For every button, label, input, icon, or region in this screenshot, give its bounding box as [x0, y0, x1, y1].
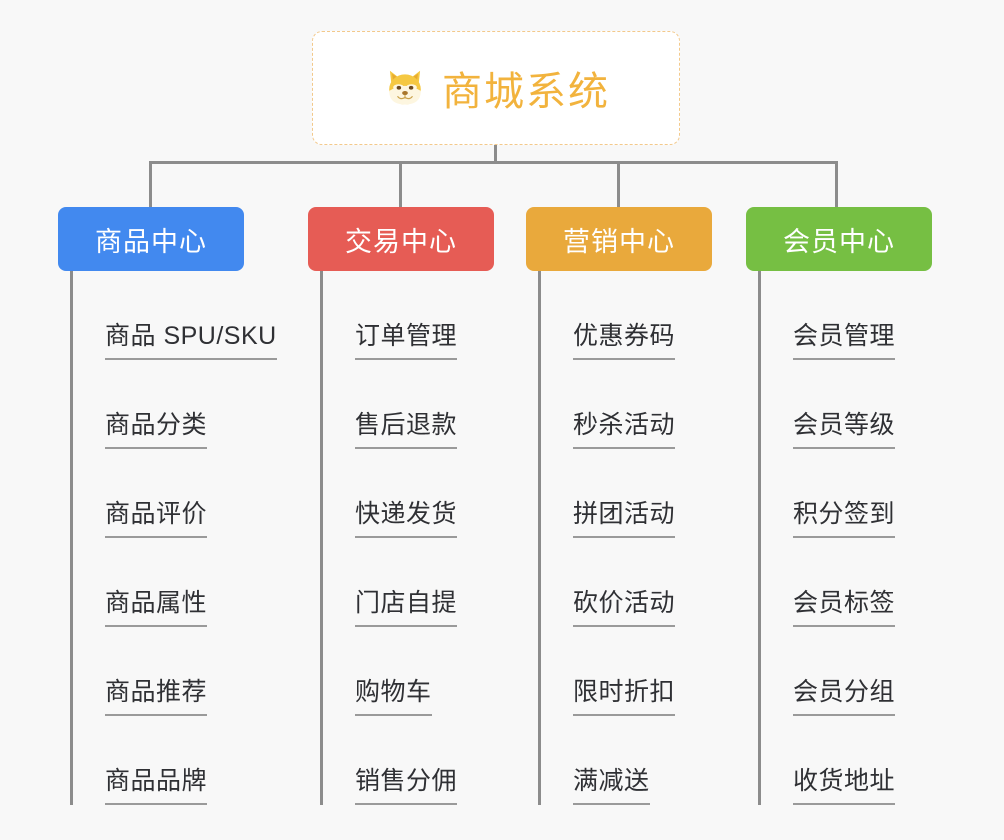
- connector-horizontal-bus: [149, 161, 835, 164]
- leaf-list-1: 商品 SPU/SKU 商品分类 商品评价 商品属性 商品推荐 商品品牌: [70, 271, 277, 805]
- category-header-3[interactable]: 营销中心: [526, 207, 712, 271]
- leaf-list-2: 订单管理 售后退款 快递发货 门店自提 购物车 销售分佣: [320, 271, 494, 805]
- connector-drop-4: [835, 161, 838, 207]
- leaf-label: 拼团活动: [573, 494, 676, 538]
- list-item[interactable]: 商品属性: [73, 538, 277, 627]
- list-item[interactable]: 拼团活动: [541, 449, 712, 538]
- list-item[interactable]: 商品评价: [73, 449, 277, 538]
- leaf-label: 商品 SPU/SKU: [105, 316, 277, 360]
- branch-column-2: 交易中心 订单管理 售后退款 快递发货 门店自提 购物车 销售分佣: [308, 207, 494, 805]
- leaf-label: 商品品牌: [105, 761, 208, 805]
- leaf-label: 积分签到: [793, 494, 896, 538]
- leaf-label: 砍价活动: [573, 583, 676, 627]
- list-item[interactable]: 会员分组: [761, 627, 932, 716]
- list-item[interactable]: 销售分佣: [323, 716, 494, 805]
- leaf-label: 会员等级: [793, 405, 896, 449]
- category-header-2[interactable]: 交易中心: [308, 207, 494, 271]
- leaf-label: 会员标签: [793, 583, 896, 627]
- connector-root-stem: [494, 145, 497, 163]
- list-item[interactable]: 秒杀活动: [541, 360, 712, 449]
- connector-drop-1: [149, 161, 152, 207]
- leaf-label: 限时折扣: [573, 672, 676, 716]
- list-item[interactable]: 会员管理: [761, 271, 932, 360]
- category-label-1: 商品中心: [95, 226, 207, 257]
- list-item[interactable]: 订单管理: [323, 271, 494, 360]
- leaf-label: 订单管理: [355, 316, 458, 360]
- leaf-label: 商品分类: [105, 405, 208, 449]
- connector-drop-2: [399, 161, 402, 207]
- category-label-3: 营销中心: [563, 226, 675, 257]
- root-title: 商城系统: [442, 70, 610, 114]
- leaf-list-4: 会员管理 会员等级 积分签到 会员标签 会员分组 收货地址: [758, 271, 932, 805]
- leaf-label: 销售分佣: [355, 761, 458, 805]
- leaf-label: 商品评价: [105, 494, 208, 538]
- leaf-label: 售后退款: [355, 405, 458, 449]
- leaf-label: 秒杀活动: [573, 405, 676, 449]
- leaf-label: 门店自提: [355, 583, 458, 627]
- list-item[interactable]: 商品推荐: [73, 627, 277, 716]
- connector-drop-3: [617, 161, 620, 207]
- list-item[interactable]: 商品分类: [73, 360, 277, 449]
- list-item[interactable]: 商品 SPU/SKU: [73, 271, 277, 360]
- list-item[interactable]: 售后退款: [323, 360, 494, 449]
- list-item[interactable]: 积分签到: [761, 449, 932, 538]
- shiba-inu-dog-face-icon: [382, 65, 428, 111]
- leaf-label: 商品属性: [105, 583, 208, 627]
- leaf-label: 满减送: [573, 761, 650, 805]
- branch-column-1: 商品中心 商品 SPU/SKU 商品分类 商品评价 商品属性 商品推荐 商品品牌: [58, 207, 277, 805]
- list-item[interactable]: 购物车: [323, 627, 494, 716]
- leaf-list-3: 优惠券码 秒杀活动 拼团活动 砍价活动 限时折扣 满减送: [538, 271, 712, 805]
- list-item[interactable]: 砍价活动: [541, 538, 712, 627]
- branch-column-3: 营销中心 优惠券码 秒杀活动 拼团活动 砍价活动 限时折扣 满减送: [526, 207, 712, 805]
- leaf-label: 快递发货: [355, 494, 458, 538]
- leaf-label: 会员管理: [793, 316, 896, 360]
- list-item[interactable]: 快递发货: [323, 449, 494, 538]
- leaf-label: 商品推荐: [105, 672, 208, 716]
- root-node[interactable]: 商城系统: [312, 31, 680, 145]
- branch-column-4: 会员中心 会员管理 会员等级 积分签到 会员标签 会员分组 收货地址: [746, 207, 932, 805]
- leaf-label: 购物车: [355, 672, 432, 716]
- list-item[interactable]: 满减送: [541, 716, 712, 805]
- list-item[interactable]: 限时折扣: [541, 627, 712, 716]
- list-item[interactable]: 门店自提: [323, 538, 494, 627]
- list-item[interactable]: 会员标签: [761, 538, 932, 627]
- list-item[interactable]: 会员等级: [761, 360, 932, 449]
- list-item[interactable]: 优惠券码: [541, 271, 712, 360]
- category-label-4: 会员中心: [783, 226, 895, 257]
- category-label-2: 交易中心: [345, 226, 457, 257]
- list-item[interactable]: 收货地址: [761, 716, 932, 805]
- category-header-4[interactable]: 会员中心: [746, 207, 932, 271]
- leaf-label: 会员分组: [793, 672, 896, 716]
- category-header-1[interactable]: 商品中心: [58, 207, 244, 271]
- leaf-label: 收货地址: [793, 761, 896, 805]
- leaf-label: 优惠券码: [573, 316, 676, 360]
- list-item[interactable]: 商品品牌: [73, 716, 277, 805]
